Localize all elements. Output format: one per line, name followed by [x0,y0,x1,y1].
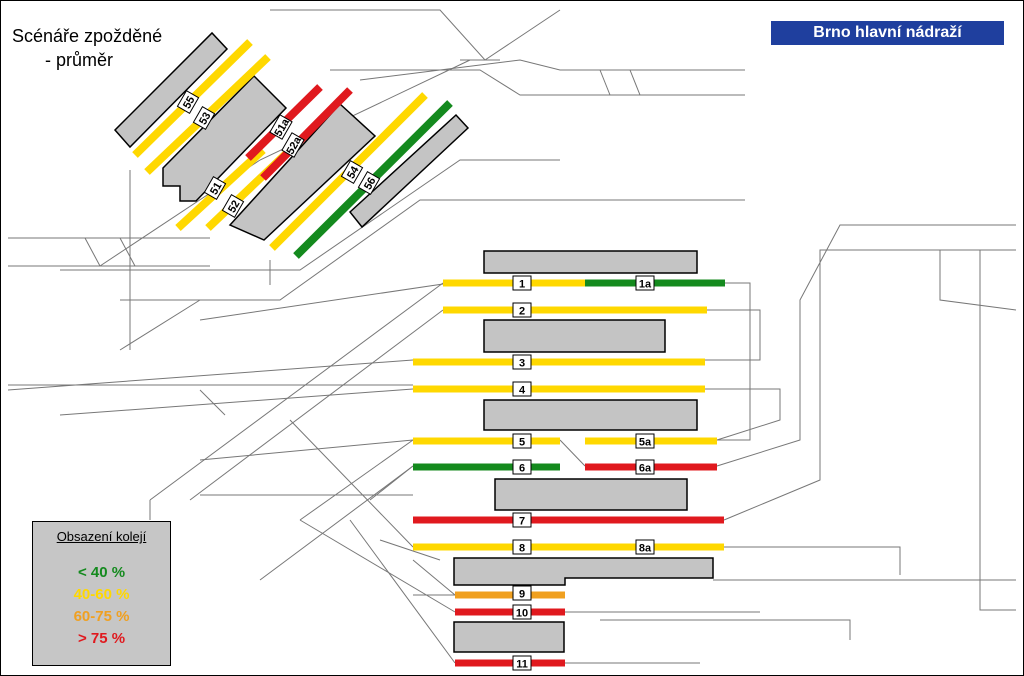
track-label-text: 11 [516,659,528,671]
track-label-1a: 1a [635,275,655,291]
legend-item-high: 60-75 % [73,608,130,625]
track-label-1: 1 [512,275,532,291]
track-label-51: 51 [203,176,227,200]
track-label-text: 1 [519,279,525,291]
track-label-6: 6 [512,459,532,475]
track-network [7,9,1017,664]
track-label-53: 53 [192,106,216,130]
legend-item-mid: 40-60 % [73,586,130,603]
track-label-4: 4 [512,381,532,397]
platform [113,31,229,149]
track-label-11: 11 [512,655,532,671]
track-label-text: 7 [519,516,525,528]
legend-item-over: > 75 % [77,630,126,647]
track-label-2: 2 [512,302,532,318]
track-label-text: 1a [639,279,652,291]
track-label-text: 51 [208,180,225,197]
track-label-text: 6a [639,463,652,475]
scenario-subtitle: - průměr [45,50,114,70]
track-label-text: 53 [197,110,214,127]
track-label-10: 10 [512,604,532,620]
legend-item-low: < 40 % [77,564,126,581]
track-label-text: 56 [362,175,379,192]
track-label-54: 54 [340,160,364,184]
track-label-text: 9 [519,589,525,601]
track-label-text: 5 [519,437,525,449]
platform [228,102,377,241]
track-label-text: 8a [639,543,652,555]
track-label-text: 5a [639,437,652,449]
platform [483,399,698,431]
platform [483,250,698,274]
track-label-text: 2 [519,306,525,318]
track-label-text: 55 [181,94,198,111]
track-label-52: 52 [221,194,245,218]
scenario-caption: Scénáře zpožděné - průměr [12,24,162,72]
track-label-8a: 8a [635,539,655,555]
track-label-3: 3 [512,354,532,370]
track-label-9: 9 [512,585,532,601]
scenario-title: Scénáře zpožděné [12,26,163,46]
platform [494,478,688,511]
track-label-7: 7 [512,512,532,528]
track-label-text: 52 [226,198,243,215]
track-label-text: 4 [519,385,526,397]
track-label-56: 56 [357,171,381,195]
track-label-text: 10 [516,608,528,620]
platform [483,319,666,353]
legend: Obsazení kolejí < 40 % 40-60 % 60-75 % >… [32,521,171,666]
station-name-banner: Brno hlavní nádraží [771,21,1004,45]
legend-title: Obsazení kolejí [56,529,147,544]
track-label-5a: 5a [635,433,655,449]
track-label-8: 8 [512,539,532,555]
track-label-6a: 6a [635,459,655,475]
platform [453,557,714,586]
track-label-text: 8 [519,543,525,555]
platform [348,113,470,229]
platform [453,621,565,653]
track-label-text: 3 [519,358,525,370]
track-label-5: 5 [512,433,532,449]
track-occupancy-bar-52a [260,87,353,181]
track-label-text: 6 [519,463,525,475]
platform [162,74,288,202]
track-label-55: 55 [176,90,200,114]
